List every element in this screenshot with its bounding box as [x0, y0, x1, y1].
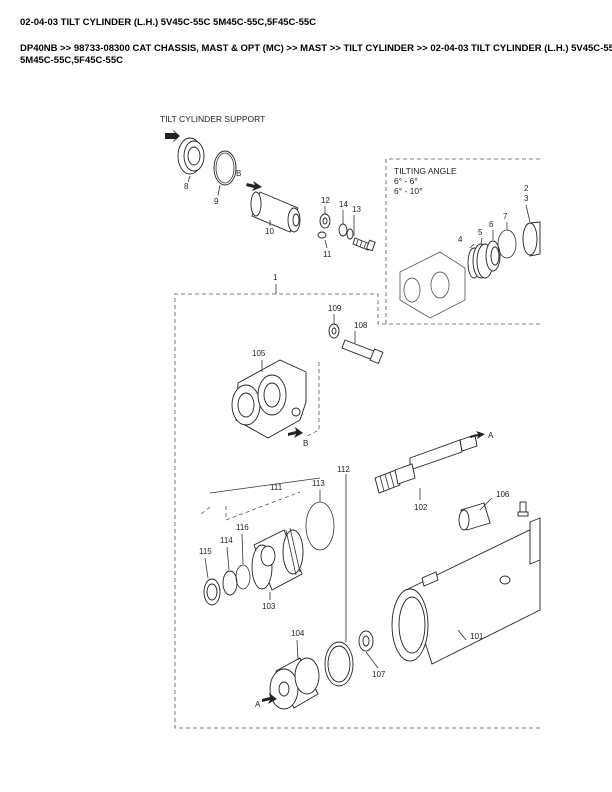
part-label-1: 1 [273, 273, 278, 282]
part-label-7: 7 [503, 212, 508, 221]
arrow-icon [470, 431, 485, 439]
part-12-washer [319, 213, 331, 229]
part-8-bushing [177, 137, 205, 175]
part-label-104: 104 [291, 629, 305, 638]
caption-tilting-angle: TILTING ANGLE [394, 166, 457, 176]
part-label-103: 103 [262, 602, 276, 611]
part-label-13: 13 [352, 205, 361, 214]
part-label-107: 107 [372, 670, 386, 679]
part-103-gland [251, 527, 304, 591]
part-label-5: 5 [478, 228, 483, 237]
page-title: 02-04-03 TILT CYLINDER (L.H.) 5V45C-55C … [20, 17, 316, 28]
breadcrumb-continued: 5M45C-55C,5F45C-55C [20, 55, 123, 66]
caption-tilt-cylinder-support: TILT CYLINDER SUPPORT [160, 114, 265, 124]
arrow-icon [165, 129, 180, 143]
view-marker-b1: B [236, 169, 241, 178]
leader-dash [306, 362, 320, 437]
leader-dash [199, 506, 211, 516]
part-label-102: 102 [414, 503, 428, 512]
part-106-bushing [458, 502, 491, 531]
part-label-111: 111 [270, 483, 283, 492]
part-114-ring [222, 570, 238, 596]
caption-angle-1: 6° - 6° [394, 176, 418, 186]
part-108-bolt [341, 339, 384, 365]
part-label-14: 14 [339, 200, 348, 209]
part-104-piston [269, 657, 320, 710]
part-label-2: 2 [524, 184, 529, 193]
part-107-nut [358, 630, 374, 652]
breadcrumb: DP40NB >> 98733-08300 CAT CHASSIS, MAST … [20, 43, 612, 54]
part-label-106: 106 [496, 490, 510, 499]
part-102-rod [374, 434, 478, 494]
tilting-angle-boundary [385, 158, 540, 324]
tilting-angle-clevis [399, 251, 466, 319]
grease-fitting [517, 501, 529, 517]
part-11-nipple [317, 231, 327, 239]
part-label-12: 12 [321, 196, 330, 205]
part-label-116: 116 [236, 523, 249, 532]
part-label-11: 11 [323, 250, 332, 259]
part-10-pin [250, 191, 301, 233]
part-101-tube [391, 524, 541, 665]
assembly-boundary-1 [174, 293, 540, 729]
view-marker-b2: B [303, 439, 308, 448]
part-label-113: 113 [312, 479, 325, 488]
leader-lines [187, 175, 531, 669]
part-13-bolt [352, 237, 376, 252]
part-7-ring [497, 229, 517, 259]
caption-angle-2: 6° - 10° [394, 186, 423, 196]
part-label-109: 109 [328, 304, 342, 313]
part-label-10: 10 [265, 227, 274, 236]
part-115-seal [203, 578, 221, 606]
view-marker-a2: A [255, 700, 261, 709]
part-116-ring [235, 564, 251, 590]
part-label-115: 115 [199, 547, 212, 556]
view-marker-a1: A [488, 431, 494, 440]
part-2-3-bushing [522, 221, 541, 257]
part-105-rod-eye [231, 359, 307, 439]
arrow-icon [262, 693, 277, 704]
part-6-ring [485, 240, 501, 272]
arrow-icon [288, 427, 303, 438]
arrow-icon [246, 181, 262, 191]
part-113-o-ring [305, 501, 335, 551]
part-label-8: 8 [184, 182, 189, 191]
part-label-9: 9 [214, 197, 219, 206]
part-112-ring [324, 641, 354, 687]
part-label-4: 4 [458, 235, 463, 244]
part-label-6: 6 [489, 220, 494, 229]
part-label-105: 105 [252, 349, 266, 358]
leader-dash [225, 491, 301, 521]
part-label-3: 3 [524, 194, 529, 203]
part-label-101: 101 [470, 632, 484, 641]
part-label-112: 112 [337, 465, 350, 474]
part-label-114: 114 [220, 536, 233, 545]
part-9-snap-ring [213, 150, 237, 186]
part-109-washer [328, 323, 340, 339]
part-101-mount [529, 517, 541, 565]
part-14-washer [338, 223, 354, 240]
part-label-108: 108 [354, 321, 368, 330]
